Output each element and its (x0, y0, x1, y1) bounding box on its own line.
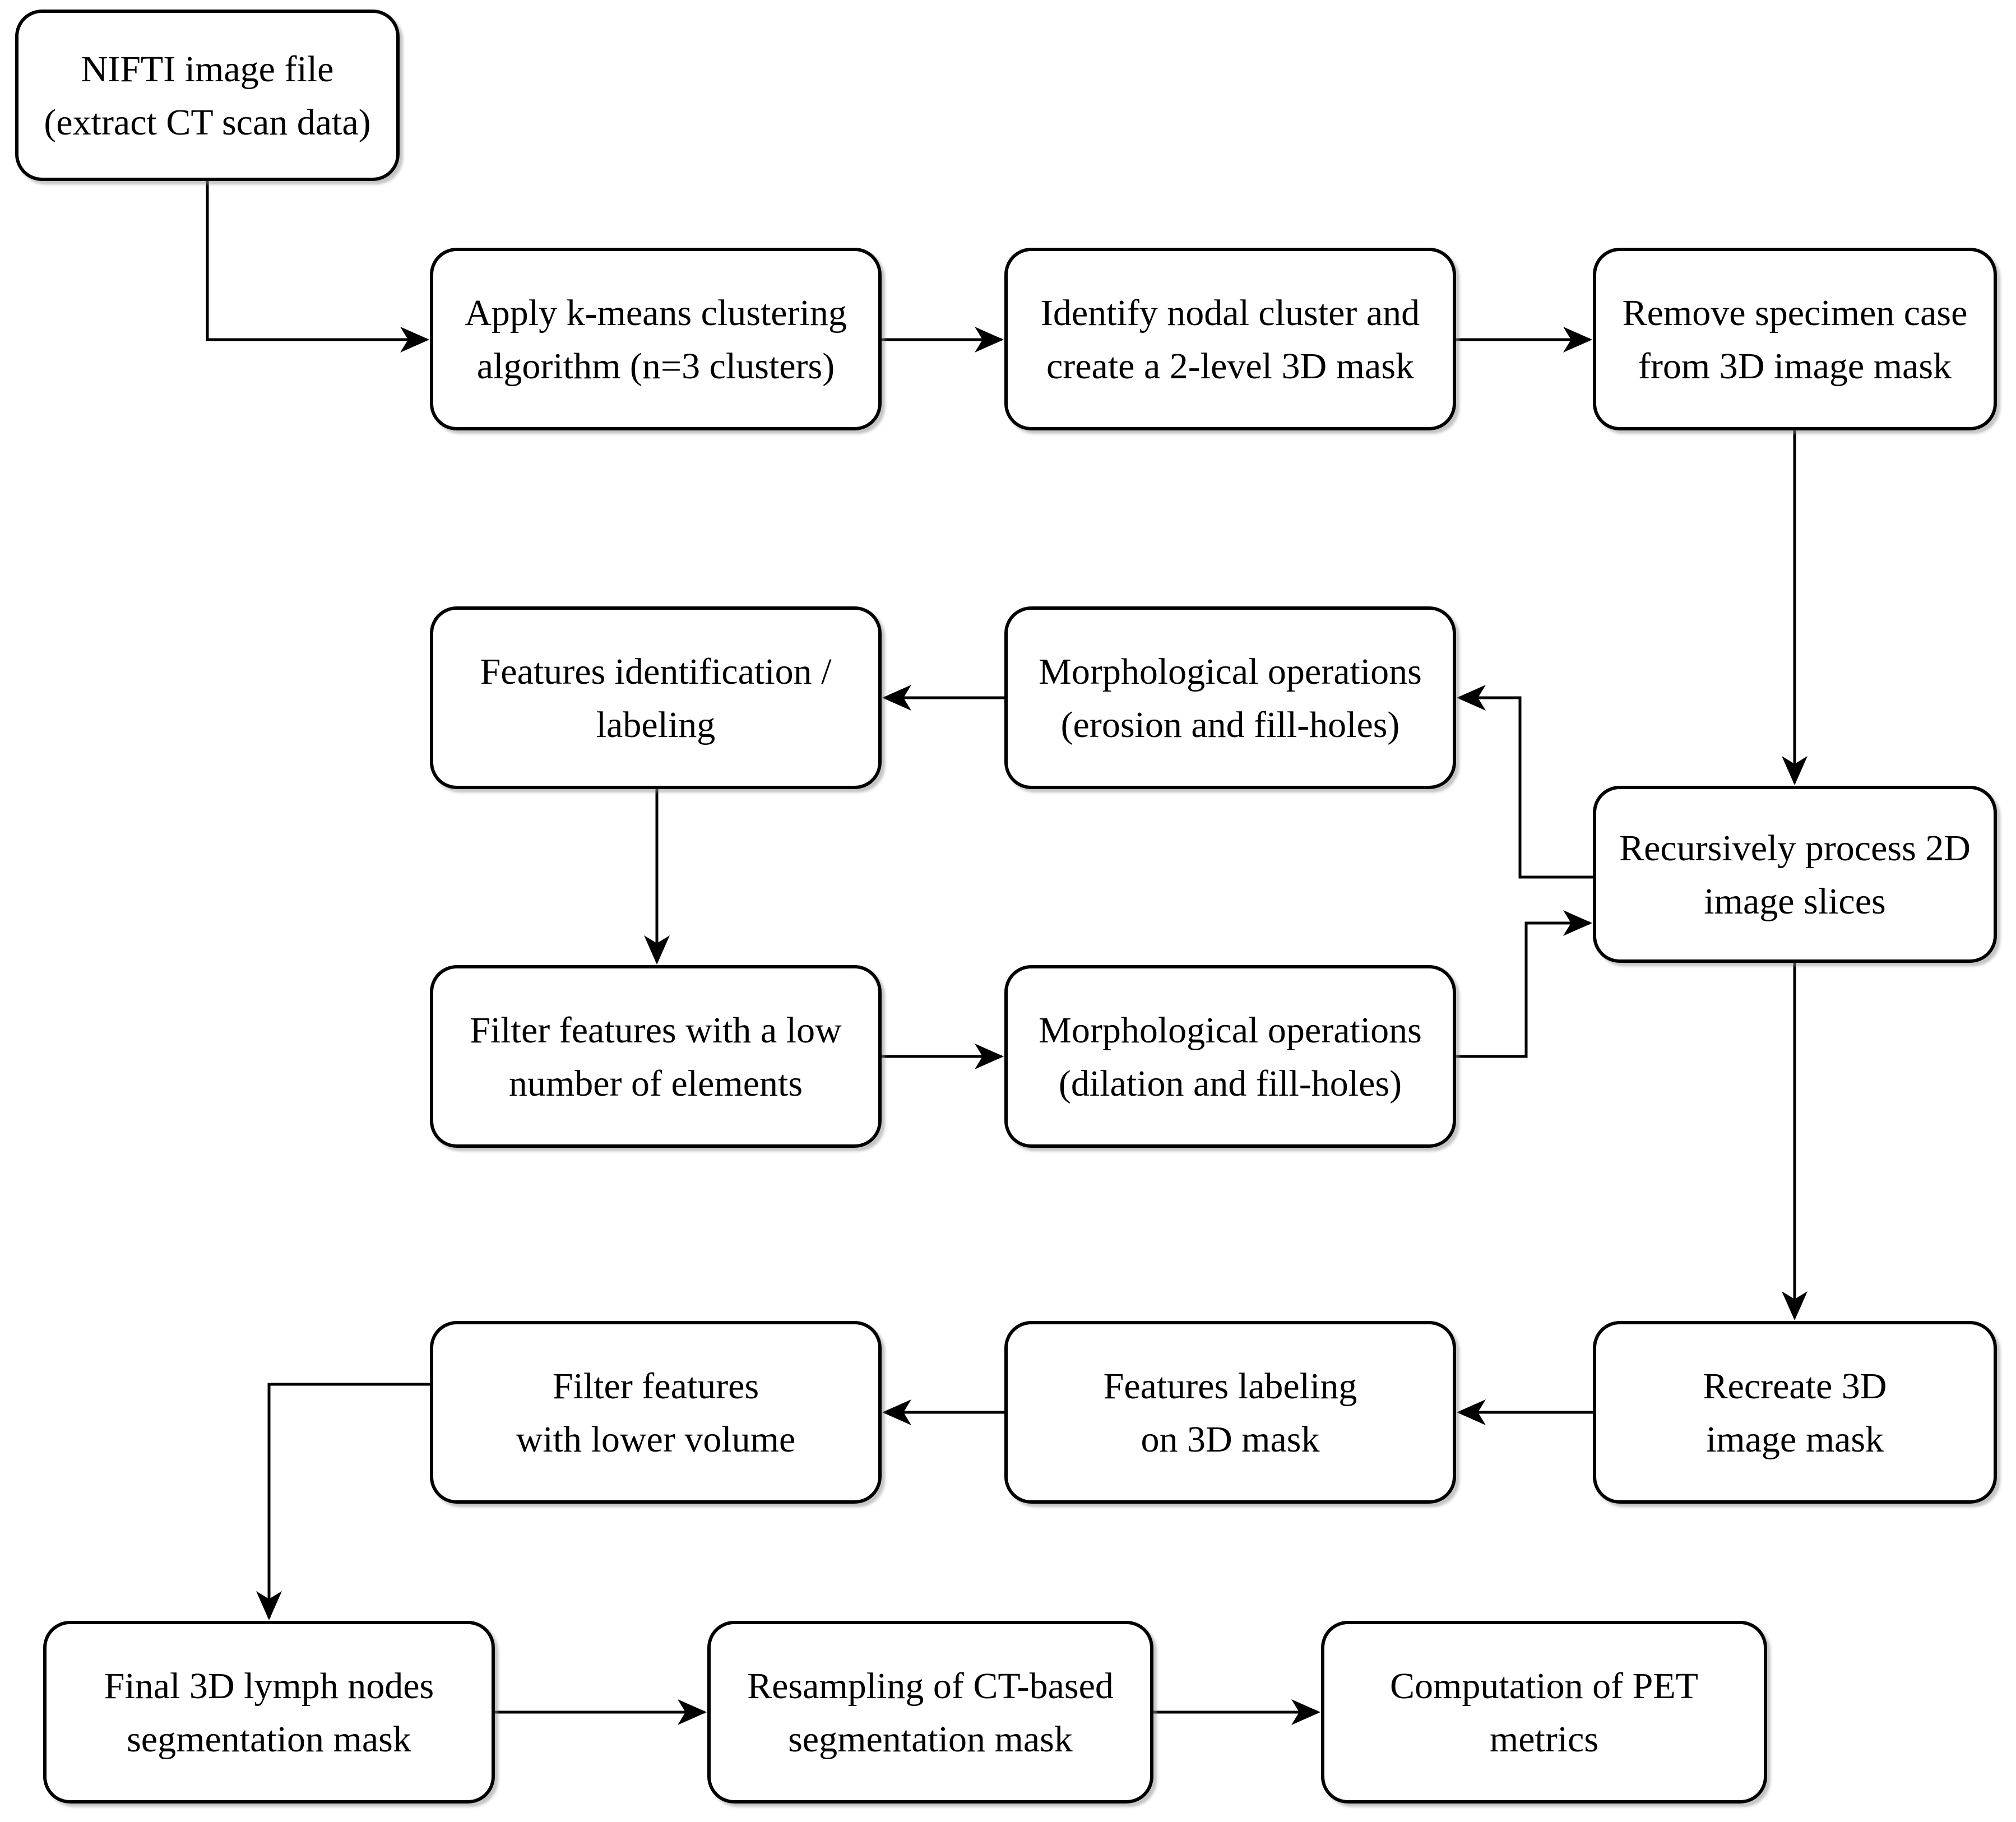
node-remove-case: Remove specimen case from 3D image mask (1593, 248, 1997, 430)
node-final-mask-box (43, 1621, 495, 1804)
node-filter-vol-line-1: Filter features (553, 1366, 759, 1407)
node-recursive-box (1593, 786, 1997, 963)
node-kmeans: Apply k-means clustering algorithm (n=3 c… (430, 248, 882, 430)
node-erosion-line-1: Morphological operations (1039, 651, 1422, 692)
node-kmeans-box (430, 248, 882, 430)
node-computation: Computation of PET metrics (1321, 1621, 1767, 1804)
node-resampling-box (707, 1621, 1153, 1804)
node-filter-vol: Filter features with lower volume (430, 1321, 882, 1504)
node-resampling: Resampling of CT-based segmentation mask (707, 1621, 1153, 1804)
node-recreate-box (1593, 1321, 1997, 1504)
edge-recursive-to-erosion (1457, 685, 1595, 879)
node-features-id-box (430, 606, 882, 789)
node-dilation-line-1: Morphological operations (1039, 1010, 1422, 1051)
node-resampling-line-1: Resampling of CT-based (747, 1666, 1114, 1707)
node-remove-case-box (1593, 248, 1997, 430)
node-nifti: NIFTI image file (extract CT scan data) (15, 10, 400, 181)
node-nifti-line-1: NIFTI image file (81, 49, 334, 90)
node-erosion-line-2: (erosion and fill-holes) (1061, 704, 1400, 745)
node-filter-low-line-1: Filter features with a low (470, 1010, 842, 1051)
node-label-3d-label: Features labeling on 3D mask (1104, 1366, 1357, 1460)
node-dilation-box (1004, 965, 1456, 1148)
nodes-layer: NIFTI image file (extract CT scan data) Ap… (15, 10, 1997, 1804)
node-label-3d-box (1004, 1321, 1456, 1504)
node-recreate-line-1: Recreate 3D (1703, 1366, 1887, 1407)
node-kmeans-line-1: Apply k-means clustering (465, 293, 847, 333)
node-features-id-label: Features identification / labeling (480, 651, 832, 745)
node-recreate: Recreate 3D image mask (1593, 1321, 1997, 1504)
node-dilation-line-2: (dilation and fill-holes) (1059, 1063, 1402, 1104)
node-computation-line-2: metrics (1490, 1719, 1598, 1760)
node-recursive-label: Recursively process 2D image slices (1619, 828, 1971, 922)
node-final-mask: Final 3D lymph nodes segmentation mask (43, 1621, 495, 1804)
edge-filter-vol-to-final (256, 1383, 432, 1620)
node-features-id: Features identification / labeling (430, 606, 882, 789)
node-erosion: Morphological operations (erosion and fil… (1004, 606, 1456, 789)
node-recursive: Recursively process 2D image slices (1593, 786, 1997, 963)
node-filter-low-box (430, 965, 882, 1148)
node-kmeans-line-2: algorithm (n=3 clusters) (477, 346, 835, 387)
node-remove-case-line-2: from 3D image mask (1638, 346, 1952, 387)
node-filter-vol-box (430, 1321, 882, 1504)
node-erosion-box (1004, 606, 1456, 789)
edge-dilation-to-recursive (1454, 910, 1592, 1058)
node-final-mask-line-2: segmentation mask (127, 1719, 411, 1760)
node-computation-line-1: Computation of PET (1390, 1666, 1698, 1707)
node-recursive-line-2: image slices (1704, 881, 1885, 922)
node-recreate-label: Recreate 3D image mask (1703, 1366, 1887, 1460)
node-identify-label: Identify nodal cluster and create a 2-lev… (1041, 293, 1420, 387)
node-final-mask-label: Final 3D lymph nodes segmentation mask (104, 1666, 434, 1760)
edge-nifti-to-kmeans (206, 179, 429, 353)
node-filter-vol-label: Filter features with lower volume (516, 1366, 796, 1460)
node-identify-line-1: Identify nodal cluster and (1041, 293, 1420, 333)
node-filter-low-label: Filter features with a low number of elem… (470, 1010, 842, 1104)
node-label-3d-line-2: on 3D mask (1141, 1419, 1320, 1460)
node-identify-box (1004, 248, 1456, 430)
node-final-mask-line-1: Final 3D lymph nodes (104, 1666, 434, 1707)
node-filter-vol-line-2: with lower volume (516, 1419, 796, 1460)
node-identify: Identify nodal cluster and create a 2-lev… (1004, 248, 1456, 430)
node-identify-line-2: create a 2-level 3D mask (1046, 346, 1414, 387)
node-computation-label: Computation of PET metrics (1390, 1666, 1698, 1760)
node-features-id-line-2: labeling (596, 704, 716, 745)
node-filter-low: Filter features with a low number of elem… (430, 965, 882, 1148)
node-nifti-box (15, 10, 400, 181)
node-dilation-label: Morphological operations (dilation and fi… (1039, 1010, 1422, 1104)
node-erosion-label: Morphological operations (erosion and fil… (1039, 651, 1422, 745)
node-nifti-label: NIFTI image file (extract CT scan data) (44, 49, 370, 143)
node-resampling-line-2: segmentation mask (788, 1719, 1073, 1760)
node-label-3d-line-1: Features labeling (1104, 1366, 1357, 1407)
node-computation-box (1321, 1621, 1767, 1804)
node-remove-case-line-1: Remove specimen case (1623, 293, 1968, 333)
node-filter-low-line-2: number of elements (509, 1063, 803, 1104)
node-recursive-line-1: Recursively process 2D (1619, 828, 1971, 869)
node-label-3d: Features labeling on 3D mask (1004, 1321, 1456, 1504)
node-remove-case-label: Remove specimen case from 3D image mask (1623, 293, 1968, 387)
edges-layer (206, 179, 1808, 1725)
node-dilation: Morphological operations (dilation and fi… (1004, 965, 1456, 1148)
node-resampling-label: Resampling of CT-based segmentation mask (747, 1666, 1114, 1760)
node-recreate-line-2: image mask (1706, 1419, 1884, 1460)
node-kmeans-label: Apply k-means clustering algorithm (n=3 c… (465, 293, 847, 387)
node-nifti-line-2: (extract CT scan data) (44, 102, 370, 143)
node-features-id-line-1: Features identification / (480, 651, 832, 692)
